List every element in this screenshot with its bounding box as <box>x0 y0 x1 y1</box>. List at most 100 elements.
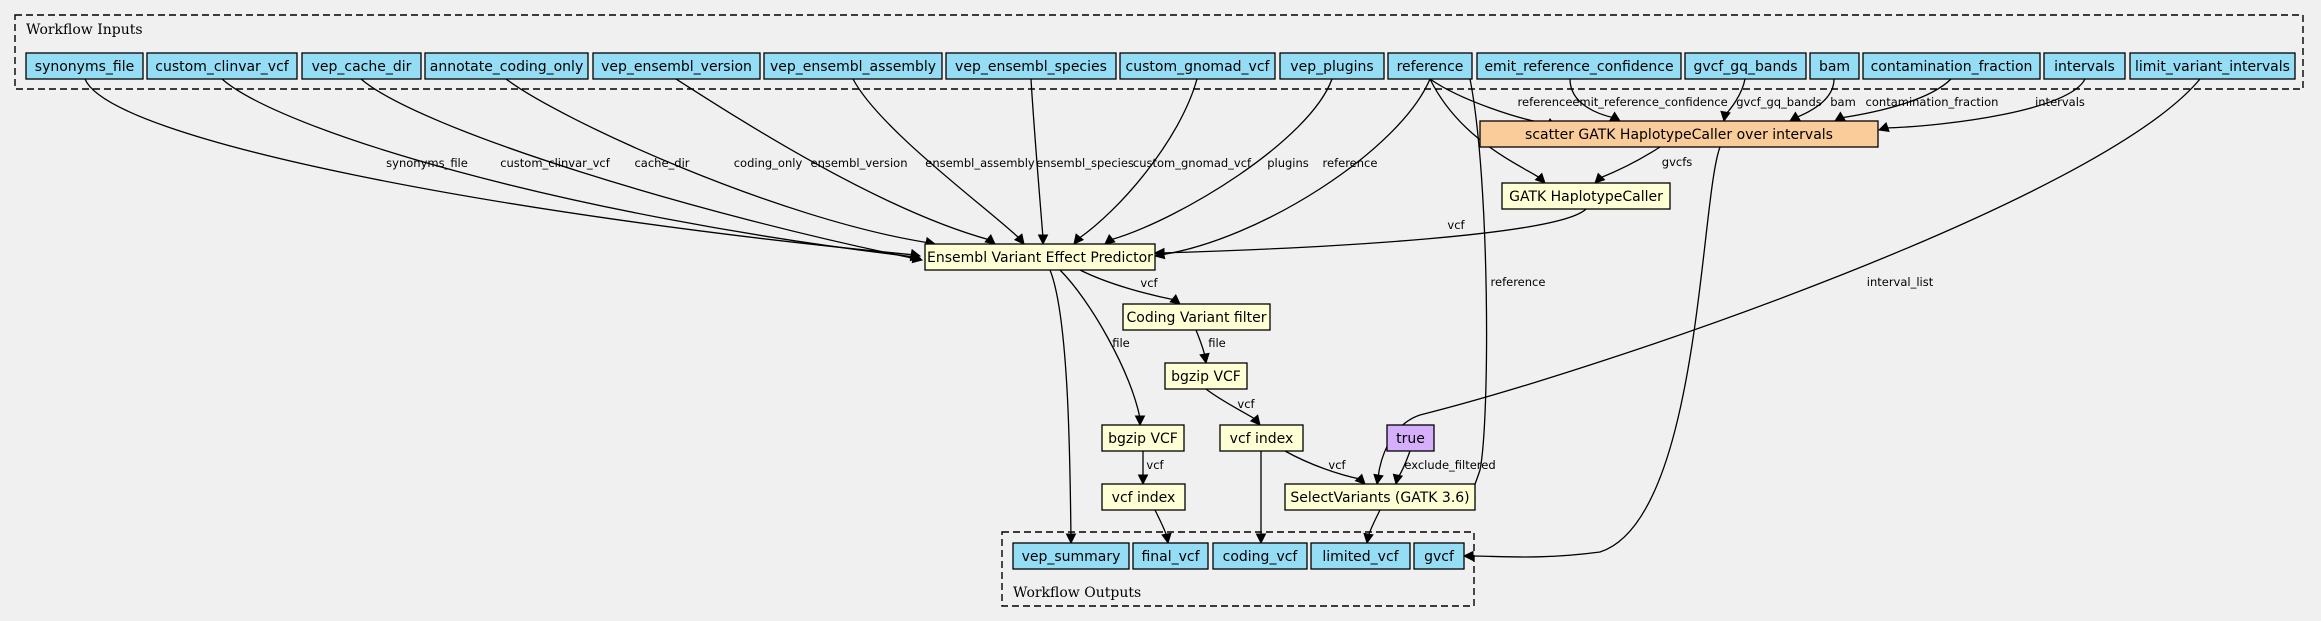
edge-filter-to-bgzip-arrowhead <box>1199 352 1210 365</box>
edge-vep-to-filter: vcf <box>1079 269 1181 305</box>
step-coding-variant-filter[interactable]: Coding Variant filter <box>1122 303 1271 331</box>
input-vep-cache-dir[interactable]: vep_cache_dir <box>301 52 422 80</box>
edge-index-to-select-arrowhead <box>1354 473 1366 485</box>
step-scatter-haplotypecaller[interactable]: scatter GATK HaplotypeCaller over interv… <box>1479 120 1879 148</box>
step-vcf-index-final[interactable]: vcf index <box>1101 483 1186 511</box>
svg-text:bgzip VCF: bgzip VCF <box>1108 431 1178 447</box>
svg-text:bgzip VCF: bgzip VCF <box>1171 369 1241 385</box>
input-reference[interactable]: reference <box>1387 52 1473 80</box>
edge-hc-vcf-line <box>1159 208 1587 254</box>
edge-hc-vcf-arrowhead <box>1153 247 1165 259</box>
output-vep-summary[interactable]: vep_summary <box>1012 542 1130 570</box>
step-bgzip-vcf-coding[interactable]: bgzip VCF <box>1164 362 1248 390</box>
edge-intervals-label: intervals <box>2035 95 2085 109</box>
edge-vep-to-bgzip-arrowhead <box>1134 415 1146 427</box>
svg-text:vep_ensembl_species: vep_ensembl_species <box>955 59 1107 75</box>
svg-text:vep_summary: vep_summary <box>1022 549 1121 565</box>
svg-text:final_vcf: final_vcf <box>1141 549 1200 565</box>
edge-index-to-select-line <box>1284 450 1361 480</box>
svg-text:reference: reference <box>1397 59 1464 75</box>
svg-text:bam: bam <box>1819 59 1850 75</box>
input-vep-plugins[interactable]: vep_plugins <box>1279 52 1385 80</box>
edge-exclude-filtered-label: exclude_filtered <box>1404 458 1495 472</box>
svg-text:custom_clinvar_vcf: custom_clinvar_vcf <box>155 59 290 75</box>
output-coding-vcf[interactable]: coding_vcf <box>1212 542 1308 570</box>
edge-vep-to-bgzip-line <box>1059 269 1141 419</box>
output-gvcf[interactable]: gvcf <box>1413 542 1465 570</box>
edge-bgzip-final-vcf: vcf <box>1137 451 1165 486</box>
edge-reference-hc-arrowhead <box>1534 172 1546 184</box>
input-intervals[interactable]: intervals <box>2043 52 2126 80</box>
svg-text:vep_cache_dir: vep_cache_dir <box>312 59 412 75</box>
edge-bgzip-final-vcf-arrowhead <box>1137 474 1149 486</box>
svg-text:vcf index: vcf index <box>1230 431 1294 447</box>
svg-text:vep_plugins: vep_plugins <box>1290 59 1373 75</box>
input-custom-clinvar-vcf[interactable]: custom_clinvar_vcf <box>146 52 298 80</box>
input-vep-ensembl-version[interactable]: vep_ensembl_version <box>592 52 761 80</box>
constant-true[interactable]: true <box>1386 424 1435 452</box>
edge-filter-to-bgzip-line <box>1195 329 1206 358</box>
edge-vep-summary-arrowhead <box>1065 533 1077 545</box>
svg-text:vcf index: vcf index <box>1112 490 1176 506</box>
edge-custom-gnomad-vcf-label: custom_gnomad_vcf <box>1133 156 1252 170</box>
input-annotate-coding-only[interactable]: annotate_coding_only <box>424 52 589 80</box>
step-gatk-haplotypecaller[interactable]: GATK HaplotypeCaller <box>1501 182 1671 210</box>
edge-ensembl-assembly-line <box>852 78 1021 240</box>
edge-filter-to-bgzip: file <box>1195 329 1226 365</box>
svg-text:GATK HaplotypeCaller: GATK HaplotypeCaller <box>1509 189 1663 205</box>
svg-text:coding_vcf: coding_vcf <box>1223 549 1299 565</box>
input-vep-ensembl-species[interactable]: vep_ensembl_species <box>945 52 1117 80</box>
input-vep-ensembl-assembly[interactable]: vep_ensembl_assembly <box>763 52 943 80</box>
edge-reference-vep-label: reference <box>1323 156 1378 170</box>
step-ensembl-vep[interactable]: Ensembl Variant Effect Predictor <box>924 243 1156 271</box>
output-final-vcf[interactable]: final_vcf <box>1132 542 1209 570</box>
edge-bgzip-coding-vcf-arrowhead <box>1249 414 1261 426</box>
edge-intervals-arrowhead <box>1877 121 1890 133</box>
svg-text:synonyms_file: synonyms_file <box>35 59 134 75</box>
input-bam[interactable]: bam <box>1809 52 1860 80</box>
edge-plugins-arrowhead <box>1104 233 1116 245</box>
edge-contamination-fraction-label: contamination_fraction <box>1866 95 1999 109</box>
edge-ensembl-species: ensembl_species <box>1030 78 1134 246</box>
edge-limited-vcf-arrowhead <box>1363 532 1374 545</box>
edge-bam-arrowhead <box>1789 111 1801 122</box>
input-gvcf-gq-bands[interactable]: gvcf_gq_bands <box>1684 52 1807 80</box>
edge-gvcf-line <box>1469 146 1721 558</box>
input-custom-gnomad-vcf[interactable]: custom_gnomad_vcf <box>1119 52 1276 80</box>
edge-index-to-select: vcf <box>1284 450 1366 485</box>
edge-ensembl-version-label: ensembl_version <box>811 156 908 170</box>
svg-text:intervals: intervals <box>2054 59 2115 75</box>
edge-gvcfs-line <box>1599 146 1661 179</box>
edge-contamination-fraction-line <box>1839 78 1952 119</box>
input-emit-reference-confidence[interactable]: emit_reference_confidence <box>1476 52 1682 80</box>
edge-exclude-filtered: exclude_filtered <box>1392 450 1496 486</box>
edge-gvcfs-arrowhead <box>1594 172 1606 184</box>
edge-vep-summary-line <box>1049 269 1072 538</box>
svg-text:contamination_fraction: contamination_fraction <box>1871 59 2033 75</box>
edge-limited-vcf-line <box>1367 509 1381 538</box>
edge-bgzip-final-vcf-label: vcf <box>1146 458 1164 472</box>
svg-text:Ensembl Variant Effect Predict: Ensembl Variant Effect Predictor <box>927 250 1153 266</box>
svg-text:true: true <box>1396 431 1425 447</box>
edge-cache-dir-label: cache_dir <box>634 156 689 170</box>
edge-bgzip-coding-vcf-label: vcf <box>1237 397 1255 411</box>
edge-hc-vcf-label: vcf <box>1447 218 1465 232</box>
edge-coding-only-label: coding_only <box>734 156 803 170</box>
output-limited-vcf[interactable]: limited_vcf <box>1310 542 1411 570</box>
edge-coding-vcf-arrowhead <box>1255 533 1267 545</box>
edge-exclude-filtered-arrowhead <box>1392 473 1404 486</box>
edge-interval-list-arrowhead <box>1373 473 1384 486</box>
edge-ensembl-assembly: ensembl_assembly <box>852 78 1035 245</box>
edge-contamination-fraction-arrowhead <box>1834 111 1846 122</box>
input-contamination-fraction[interactable]: contamination_fraction <box>1862 52 2041 80</box>
step-vcf-index-coding[interactable]: vcf index <box>1219 424 1304 452</box>
edge-reference-vep-line <box>1159 78 1431 256</box>
step-bgzip-vcf-final[interactable]: bgzip VCF <box>1101 424 1185 452</box>
edge-cache-dir: cache_dir <box>360 78 924 264</box>
step-select-variants[interactable]: SelectVariants (GATK 3.6) <box>1284 483 1476 511</box>
input-limit-variant-intervals[interactable]: limit_variant_intervals <box>2129 52 2296 80</box>
edge-custom-clinvar-vcf-line <box>221 78 916 258</box>
edge-plugins-label: plugins <box>1267 156 1309 170</box>
edge-contamination-fraction: contamination_fraction <box>1834 78 1999 122</box>
input-synonyms-file[interactable]: synonyms_file <box>25 52 144 80</box>
